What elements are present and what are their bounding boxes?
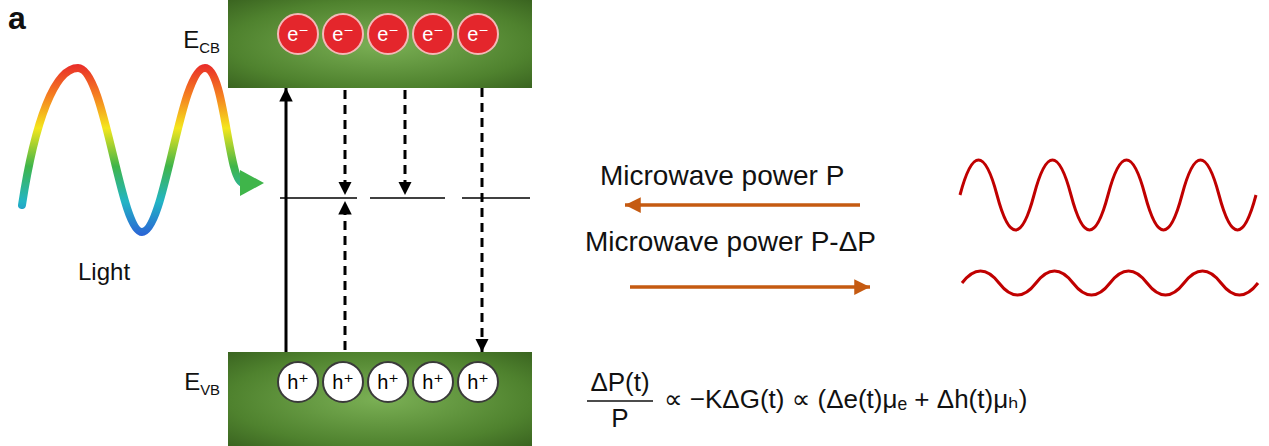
carrier-symbol: e⁻ (422, 23, 444, 46)
carrier-symbol: h⁺ (332, 371, 354, 394)
carrier-symbol: h⁺ (287, 371, 309, 394)
microwave-wave (962, 271, 1258, 295)
trap-level (370, 197, 445, 199)
trap-level (462, 197, 530, 199)
light-arrowhead (240, 170, 264, 196)
trapping-arrow (344, 90, 347, 195)
energy-band: ECBe⁻e⁻e⁻e⁻e⁻ (228, 0, 532, 88)
hole-circle: h⁺ (412, 361, 454, 403)
hole-circle: h⁺ (322, 361, 364, 403)
equation-denominator: P (611, 403, 628, 433)
carrier-symbol: h⁺ (422, 371, 444, 394)
hole-circle: h⁺ (277, 361, 319, 403)
electron-circle: e⁻ (412, 13, 454, 55)
microwave-label: Microwave power P (600, 160, 844, 191)
electron-circle: e⁻ (277, 13, 319, 55)
carrier-symbol: e⁻ (287, 23, 309, 46)
fraction-bar (587, 400, 653, 402)
band-label: EVB (184, 368, 220, 395)
trapping-arrow (344, 201, 347, 350)
transition-arrow (285, 88, 288, 352)
microwave-wave (960, 160, 1256, 230)
transition-arrow (481, 88, 484, 352)
microwave-arrow (630, 285, 870, 289)
carrier-symbol: e⁻ (377, 23, 399, 46)
light-wave (22, 68, 243, 232)
hole-circle: h⁺ (367, 361, 409, 403)
microwave-label: Microwave power P-ΔP (585, 226, 876, 257)
energy-band: EVBh⁺h⁺h⁺h⁺h⁺ (228, 352, 532, 446)
equation: ∝ −KΔG(t) ∝ (Δe(t)μₑ + Δh(t)μₕ) (664, 384, 1027, 414)
carrier-symbol: h⁺ (377, 371, 399, 394)
light-label: Light (78, 258, 130, 285)
panel-letter: a (8, 0, 26, 36)
band-label: ECB (183, 26, 220, 53)
electron-circle: e⁻ (367, 13, 409, 55)
equation-numerator: ΔP(t) (590, 367, 649, 397)
microwave-arrow (625, 203, 860, 207)
trapping-arrow (404, 90, 407, 195)
electron-circle: e⁻ (322, 13, 364, 55)
carrier-symbol: h⁺ (467, 371, 489, 394)
carrier-symbol: e⁻ (332, 23, 354, 46)
carrier-symbol: e⁻ (467, 23, 489, 46)
electron-circle: e⁻ (457, 13, 499, 55)
trap-level (280, 197, 357, 199)
hole-circle: h⁺ (457, 361, 499, 403)
